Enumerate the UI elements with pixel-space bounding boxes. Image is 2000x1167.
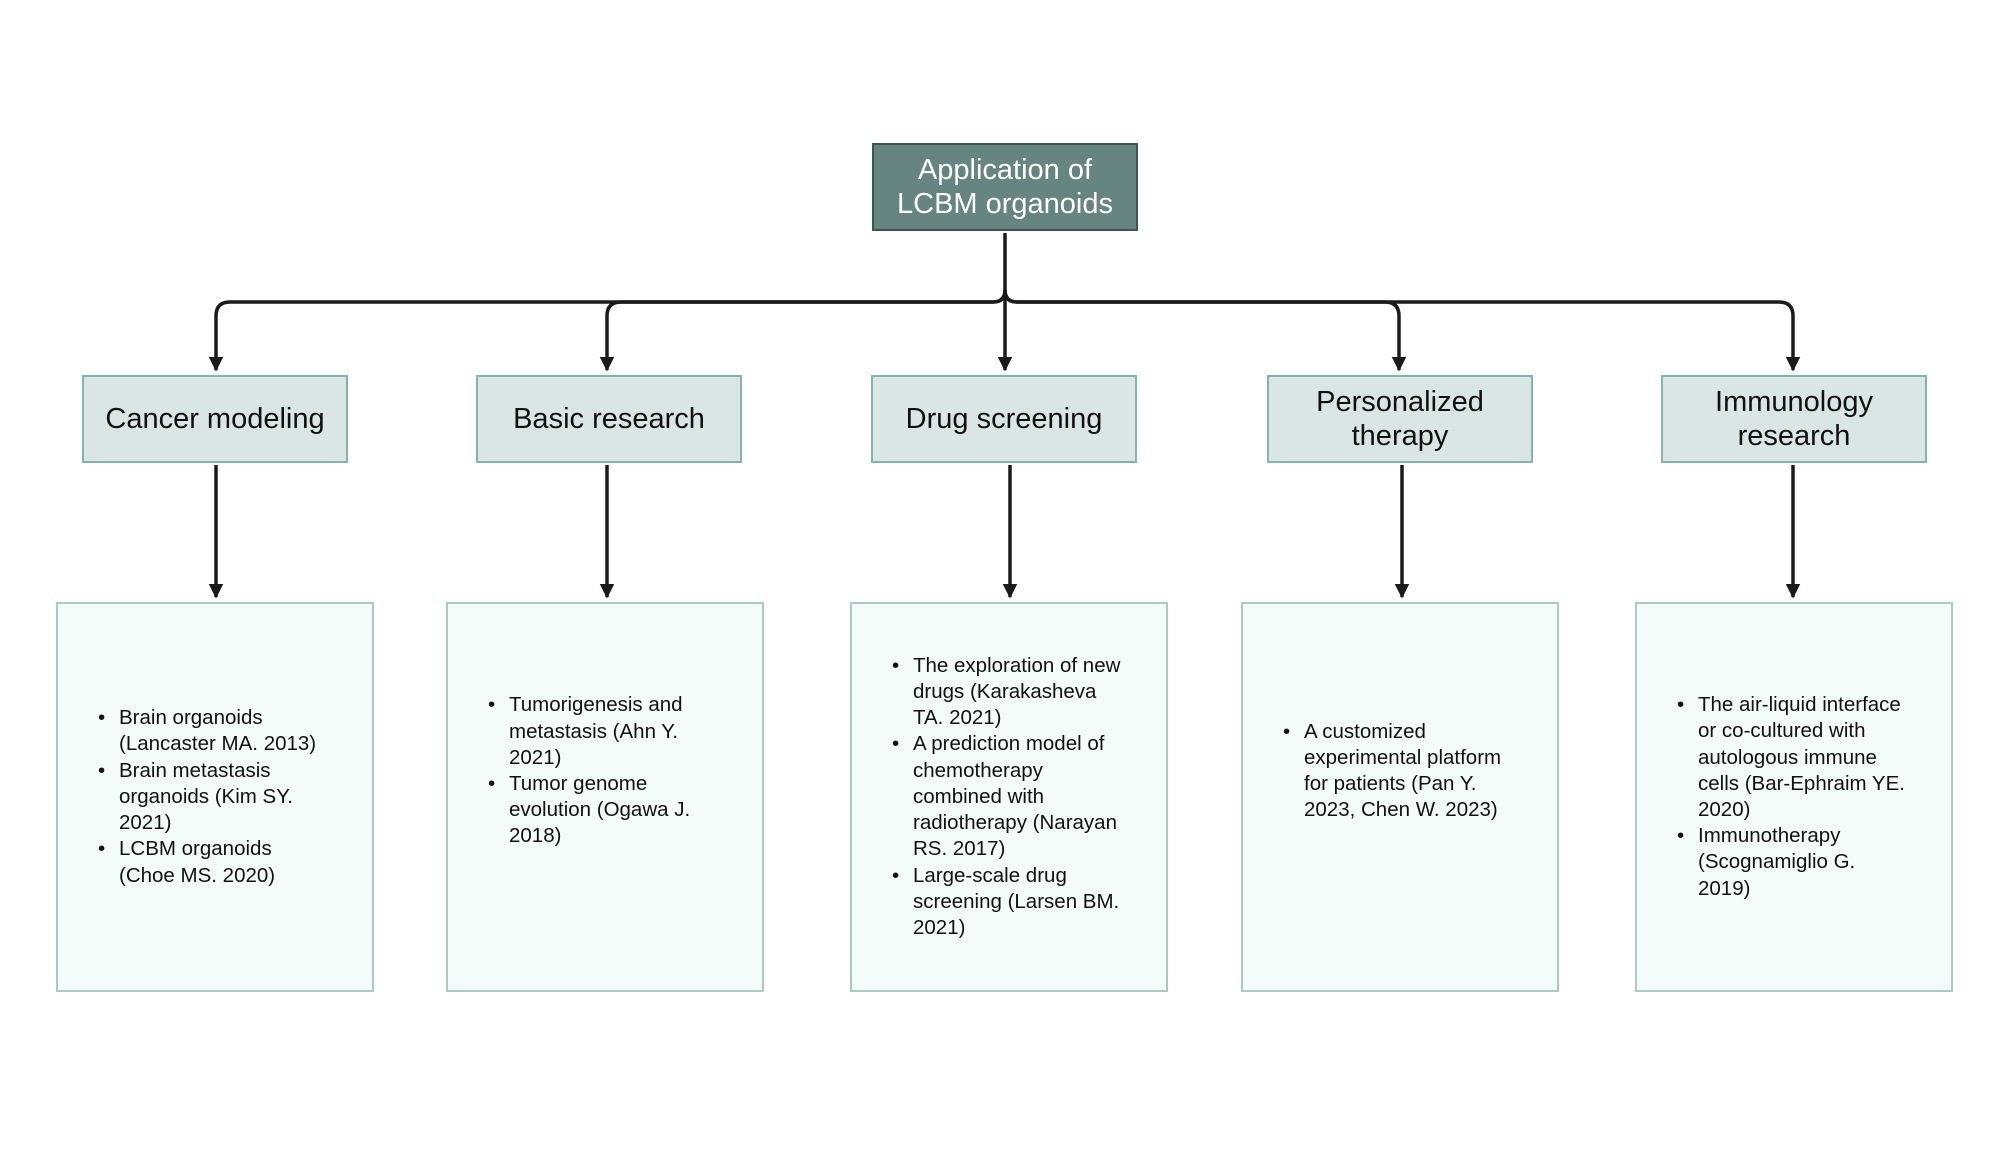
detail-box-drug-screening: • The exploration of new drugs (Karakashe…	[850, 602, 1168, 992]
list-item: • Large-scale drug screening (Larsen BM. …	[892, 863, 1166, 942]
list-item: • LCBM organoids (Choe MS. 2020)	[98, 836, 372, 888]
list-item-text: A customized experimental platform for p…	[1304, 719, 1502, 822]
category-label: Basic research	[513, 403, 705, 435]
list-item-text: Immunotherapy (Scognamiglio G. 2019)	[1698, 824, 1856, 900]
detail-list: • The air-liquid interface or co-cultured…	[1637, 692, 1951, 902]
category-node-drug-screening: Drug screening	[871, 375, 1137, 463]
list-item-text: LCBM organoids (Choe MS. 2020)	[119, 837, 276, 887]
category-label: Cancer modeling	[105, 403, 325, 435]
bullet-icon: •	[1677, 693, 1685, 717]
category-node-immunology-research: Immunology research	[1661, 375, 1927, 463]
bullet-icon: •	[98, 706, 106, 730]
bullet-icon: •	[488, 693, 496, 717]
category-label: Personalized therapy	[1316, 386, 1484, 452]
detail-box-personalized-therapy: • A customized experimental platform for …	[1241, 602, 1559, 992]
detail-list: • The exploration of new drugs (Karakashe…	[852, 653, 1166, 941]
list-item-text: A prediction model of chemotherapy combi…	[913, 732, 1117, 861]
bullet-icon: •	[1283, 719, 1291, 743]
category-node-cancer-modeling: Cancer modeling	[82, 375, 348, 463]
list-item-text: Tumorigenesis and metastasis (Ahn Y. 202…	[509, 693, 683, 769]
bullet-icon: •	[98, 837, 106, 861]
list-item-text: The air-liquid interface or co-cultured …	[1698, 693, 1905, 821]
list-item: • The air-liquid interface or co-cultured…	[1677, 692, 1951, 823]
list-item-text: Brain organoids (Lancaster MA. 2013)	[119, 706, 317, 756]
list-item: • A prediction model of chemotherapy comb…	[892, 731, 1166, 862]
list-item: • Brain metastasis organoids (Kim SY. 202…	[98, 758, 372, 837]
bullet-icon: •	[892, 732, 900, 756]
category-node-basic-research: Basic research	[476, 375, 742, 463]
bullet-icon: •	[488, 772, 496, 795]
root-node-label: Application of LCBM organoids	[897, 154, 1113, 220]
detail-box-cancer-modeling: • Brain organoids (Lancaster MA. 2013) • B…	[56, 602, 374, 992]
list-item: • Immunotherapy (Scognamiglio G. 2019)	[1677, 823, 1951, 902]
detail-list: • A customized experimental platform for …	[1243, 719, 1557, 824]
detail-list: • Brain organoids (Lancaster MA. 2013) • B…	[58, 705, 372, 888]
list-item-text: Large-scale drug screening (Larsen BM. 2…	[913, 863, 1120, 939]
list-item-text: The exploration of new drugs (Karakashev…	[913, 653, 1121, 730]
bullet-icon: •	[1677, 824, 1685, 848]
category-node-personalized-therapy: Personalized therapy	[1267, 375, 1533, 463]
bullet-icon: •	[98, 758, 106, 782]
detail-box-basic-research: • Tumorigenesis and metastasis (Ahn Y. 20…	[446, 602, 764, 992]
category-label: Immunology research	[1715, 386, 1873, 452]
detail-box-immunology-research: • The air-liquid interface or co-cultured…	[1635, 602, 1953, 992]
list-item: • The exploration of new drugs (Karakashe…	[892, 653, 1166, 732]
list-item: • Tumor genome evolution (Ogawa J. 2018)	[488, 771, 762, 850]
list-item: • Brain organoids (Lancaster MA. 2013)	[98, 705, 372, 757]
bullet-icon: •	[892, 653, 900, 677]
category-label: Drug screening	[905, 403, 1103, 435]
detail-list: • Tumorigenesis and metastasis (Ahn Y. 20…	[448, 692, 762, 849]
list-item: • A customized experimental platform for …	[1283, 719, 1557, 824]
bullet-icon: •	[892, 863, 900, 887]
connector-root-to-basic-research	[599, 289, 1007, 372]
list-item-text: Tumor genome evolution (Ogawa J. 2018)	[509, 772, 691, 848]
list-item-text: Brain metastasis organoids (Kim SY. 2021…	[119, 758, 293, 835]
root-node: Application of LCBM organoids	[872, 143, 1138, 231]
list-item: • Tumorigenesis and metastasis (Ahn Y. 20…	[488, 692, 762, 771]
connector-root-to-immunology-research	[1003, 289, 1801, 372]
